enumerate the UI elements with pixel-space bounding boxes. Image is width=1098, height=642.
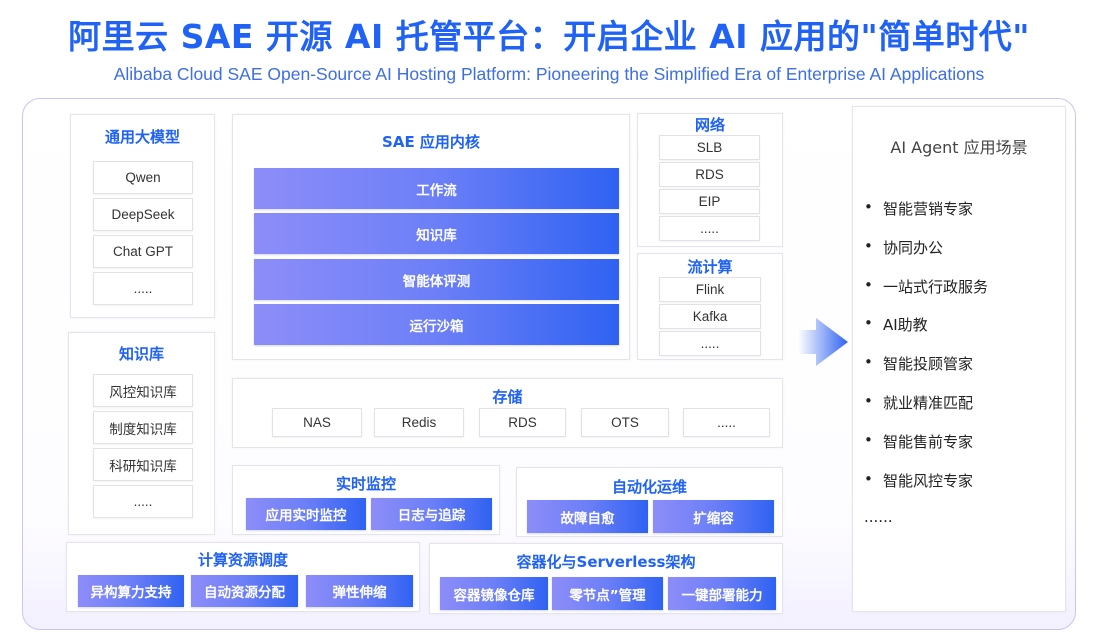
scenario-item[interactable]: 协同办公 bbox=[883, 238, 944, 257]
scenarios-more: ...... bbox=[864, 508, 893, 526]
monitor-item[interactable]: 应用实时监控 bbox=[246, 498, 366, 530]
scenarios-panel bbox=[852, 106, 1066, 612]
monitor-title: 实时监控 bbox=[335, 475, 396, 493]
ops-title: 自动化运维 bbox=[611, 478, 687, 496]
compute-item[interactable]: 自动资源分配 bbox=[191, 575, 298, 607]
llm-item[interactable]: Qwen bbox=[93, 161, 193, 194]
bullet-icon: • bbox=[864, 236, 873, 255]
bullet-icon: • bbox=[864, 469, 873, 488]
compute-title: 计算资源调度 bbox=[197, 551, 288, 569]
bullet-icon: • bbox=[864, 198, 873, 216]
container-item[interactable]: 一键部署能力 bbox=[668, 577, 776, 610]
kb-item[interactable]: 风控知识库 bbox=[93, 374, 193, 407]
container-title: 容器化与Serverless架构 bbox=[516, 553, 696, 571]
scenario-item[interactable]: 就业精准匹配 bbox=[883, 394, 974, 412]
storage-item[interactable]: OTS bbox=[581, 408, 669, 437]
bullet-icon: • bbox=[864, 275, 873, 294]
kb-title: 知识库 bbox=[118, 345, 164, 363]
llm-title: 通用大模型 bbox=[104, 128, 180, 146]
network-item[interactable]: SLB bbox=[659, 135, 760, 160]
core-item[interactable]: 智能体评测 bbox=[254, 259, 619, 300]
core-title: SAE 应用内核 bbox=[382, 133, 480, 151]
ops-item[interactable]: 扩缩容 bbox=[653, 500, 774, 533]
network-title: 网络 bbox=[694, 116, 725, 134]
bullet-icon: • bbox=[864, 392, 873, 410]
compute-item[interactable]: 异构算力支持 bbox=[78, 575, 184, 607]
core-item[interactable]: 知识库 bbox=[254, 213, 619, 254]
bullet-icon: • bbox=[864, 353, 873, 372]
compute-item[interactable]: 弹性伸缩 bbox=[306, 575, 413, 607]
network-item[interactable]: EIP bbox=[659, 189, 760, 214]
llm-item[interactable]: ..... bbox=[93, 272, 193, 305]
network-item[interactable]: ..... bbox=[659, 216, 760, 241]
kb-item[interactable]: ..... bbox=[93, 485, 193, 518]
llm-item[interactable]: Chat GPT bbox=[93, 235, 193, 268]
bullet-icon: • bbox=[864, 430, 873, 449]
storage-item[interactable]: Redis bbox=[374, 408, 464, 437]
scenarios-title: AI Agent 应用场景 bbox=[890, 138, 1028, 157]
page-title: 阿里云 SAE 开源 AI 托管平台：开启企业 AI 应用的"简单时代" bbox=[68, 17, 1030, 56]
scenario-item[interactable]: AI助教 bbox=[883, 316, 928, 335]
container-item[interactable]: 容器镜像仓库 bbox=[440, 577, 548, 610]
arrow-right-icon bbox=[798, 318, 848, 366]
kb-item[interactable]: 科研知识库 bbox=[93, 448, 193, 481]
storage-item[interactable]: RDS bbox=[479, 408, 566, 437]
core-item[interactable]: 运行沙箱 bbox=[254, 304, 619, 345]
storage-title: 存储 bbox=[492, 388, 523, 406]
stream-item[interactable]: Kafka bbox=[659, 304, 761, 329]
scenario-item[interactable]: 智能营销专家 bbox=[883, 200, 974, 218]
page-subtitle: Alibaba Cloud SAE Open-Source AI Hosting… bbox=[113, 64, 985, 84]
scenario-item[interactable]: 智能风控专家 bbox=[883, 471, 974, 490]
stream-title: 流计算 bbox=[687, 258, 733, 276]
core-item[interactable]: 工作流 bbox=[254, 168, 619, 209]
stream-item[interactable]: ..... bbox=[659, 331, 761, 356]
stream-item[interactable]: Flink bbox=[659, 277, 761, 302]
bullet-icon: • bbox=[864, 314, 873, 333]
container-item[interactable]: 零节点”管理 bbox=[552, 577, 663, 610]
llm-item[interactable]: DeepSeek bbox=[93, 198, 193, 231]
ops-item[interactable]: 故障自愈 bbox=[527, 500, 648, 533]
storage-item[interactable]: ..... bbox=[683, 408, 770, 437]
scenario-item[interactable]: 一站式行政服务 bbox=[883, 277, 989, 296]
scenario-item[interactable]: 智能售前专家 bbox=[883, 432, 974, 451]
kb-item[interactable]: 制度知识库 bbox=[93, 411, 193, 444]
storage-item[interactable]: NAS bbox=[272, 408, 362, 437]
scenario-item[interactable]: 智能投顾管家 bbox=[883, 355, 974, 374]
monitor-item[interactable]: 日志与追踪 bbox=[371, 498, 492, 530]
network-item[interactable]: RDS bbox=[659, 162, 760, 187]
